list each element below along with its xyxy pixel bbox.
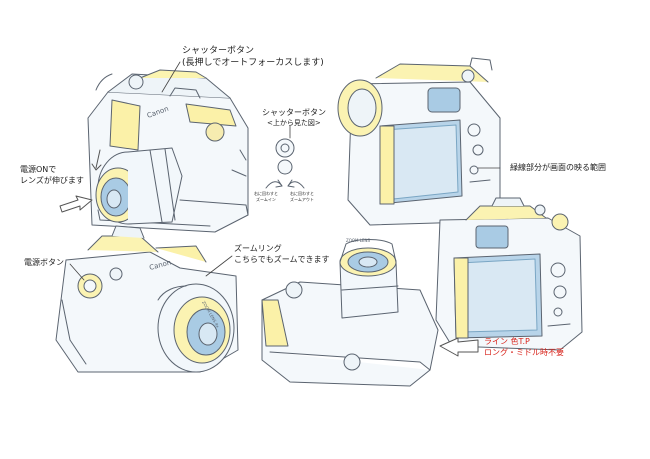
- zoom-out-note-2: ズームアウト: [290, 197, 314, 202]
- shutter-top-view-detail: [265, 138, 305, 189]
- line-color-note-2: ロング・ミドル時不要: [484, 348, 564, 357]
- shutter-top-view-subtitle: <上から見た図>: [267, 119, 321, 127]
- line-color-note-1: ライン 色T.P: [484, 337, 530, 346]
- shutter-button-note: (長押しでオートフォーカスします): [182, 58, 324, 68]
- leader-lines: [69, 61, 501, 281]
- direction-arrows: [59, 149, 479, 357]
- zoom-out-note-1: 右に回わすと: [290, 191, 314, 196]
- power-button-label: 電源ボタン: [24, 258, 64, 267]
- lens-top-text: ZOOM LENS: [346, 238, 371, 243]
- camera-back-three-quarter: [337, 57, 501, 226]
- zoom-in-note-1: 右に回わすと: [254, 191, 278, 196]
- camera-back-view: [435, 197, 583, 351]
- zoom-ring-label: ズームリング: [234, 244, 282, 253]
- zoom-ring-note: こちらでもズームできます: [234, 255, 330, 264]
- camera-front-three-quarter: [87, 69, 249, 233]
- camera-lens-up-view: [261, 239, 439, 387]
- zoom-in-note-2: ズームイン: [256, 197, 276, 202]
- shutter-top-view-title: シャッターボタン: [262, 108, 326, 117]
- power-on-note-1: 電源ONで: [20, 165, 57, 174]
- shutter-button-label: シャッターボタン: [182, 46, 255, 56]
- camera-front-low-angle: [55, 225, 239, 373]
- power-on-note-2: レンズが伸びます: [20, 176, 84, 185]
- screen-area-note: 緑線部分が画面の映る範囲: [510, 163, 606, 172]
